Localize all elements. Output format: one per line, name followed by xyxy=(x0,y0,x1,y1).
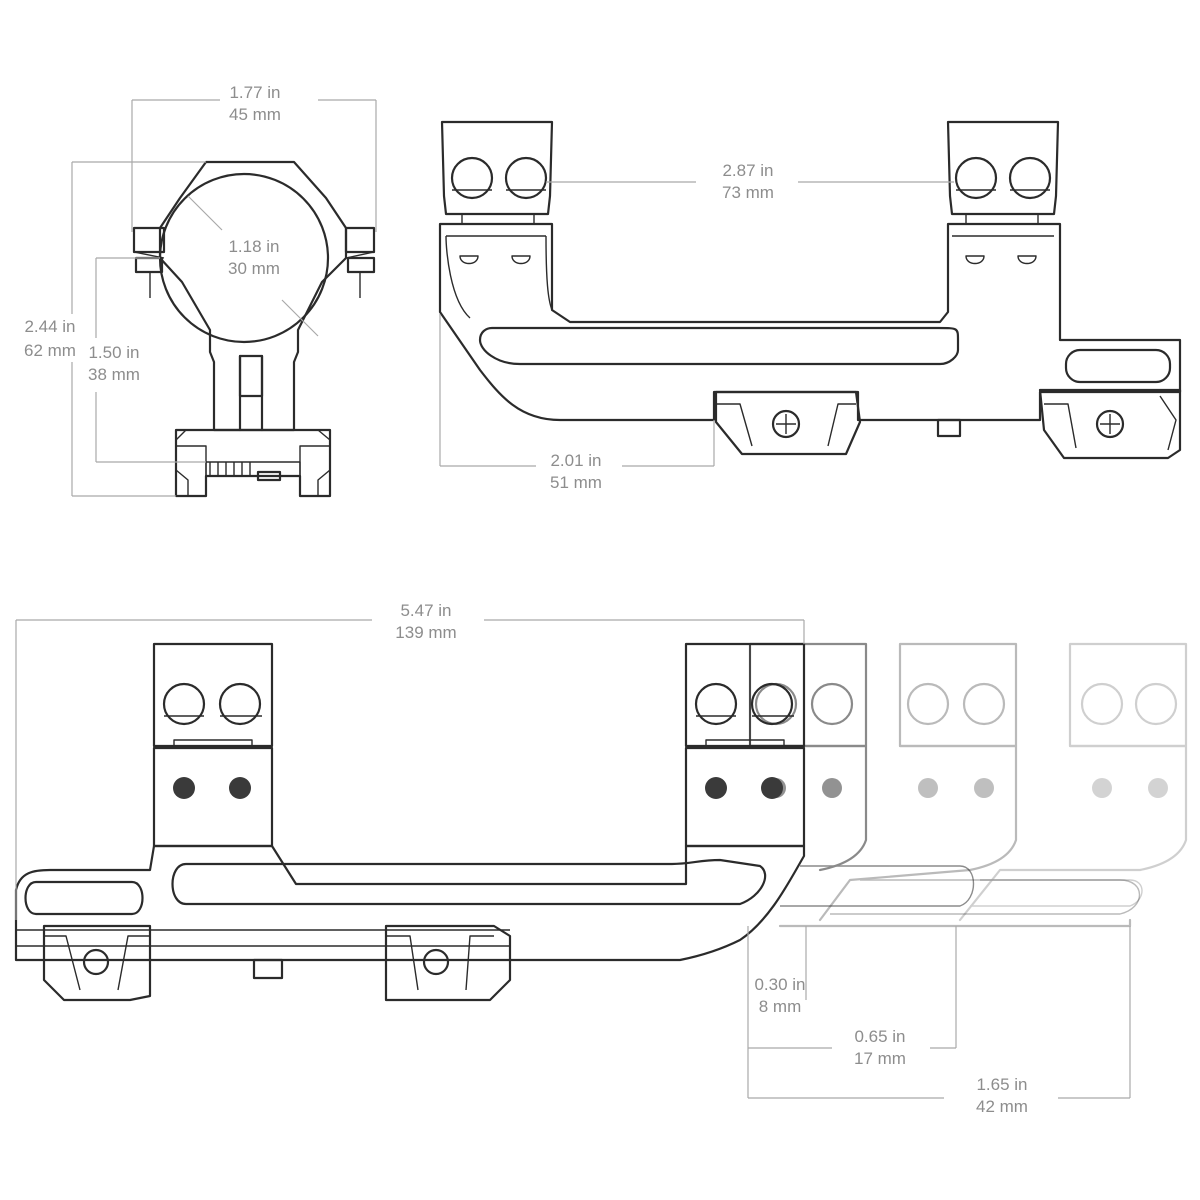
base-offset-mm: 51 mm xyxy=(550,473,602,492)
side-view-lug-screws xyxy=(459,255,1037,265)
ring-diameter-mm: 30 mm xyxy=(228,259,280,278)
offset-medium-mm: 17 mm xyxy=(854,1049,906,1068)
side-view-dimensions: 2.87 in 73 mm 2.01 in 51 mm xyxy=(439,161,954,492)
front-view xyxy=(132,160,376,498)
side-view xyxy=(438,120,1182,460)
bottom-view xyxy=(14,642,806,1002)
overall-height-mm: 62 mm xyxy=(24,341,76,360)
overall-length-inches: 5.47 in xyxy=(400,601,451,620)
bottom-view-dimensions: 5.47 in 139 mm 0.30 in 8 mm 0.65 in 17 m… xyxy=(15,601,1131,1116)
offset-ghost-mid xyxy=(778,642,1140,928)
ring-diameter-inches: 1.18 in xyxy=(228,237,279,256)
offset-ghost-near xyxy=(748,642,975,907)
overall-height-inches: 2.44 in xyxy=(24,317,75,336)
top-width-inches: 1.77 in xyxy=(229,83,280,102)
offset-large-inches: 1.65 in xyxy=(976,1075,1027,1094)
base-offset-inches: 2.01 in xyxy=(550,451,601,470)
top-width-mm: 45 mm xyxy=(229,105,281,124)
ring-spacing-mm: 73 mm xyxy=(722,183,774,202)
ring-spacing-inches: 2.87 in xyxy=(722,161,773,180)
offset-medium-inches: 0.65 in xyxy=(854,1027,905,1046)
offset-large-mm: 42 mm xyxy=(976,1097,1028,1116)
offset-small-inches: 0.30 in xyxy=(754,975,805,994)
offset-small-mm: 8 mm xyxy=(759,997,802,1016)
center-height-mm: 38 mm xyxy=(88,365,140,384)
offset-ghost-far xyxy=(958,642,1188,922)
overall-length-mm: 139 mm xyxy=(395,623,456,642)
center-height-inches: 1.50 in xyxy=(88,343,139,362)
front-view-dimensions: 1.77 in 45 mm 1.18 in 30 mm 2.44 in 62 m… xyxy=(24,83,377,497)
